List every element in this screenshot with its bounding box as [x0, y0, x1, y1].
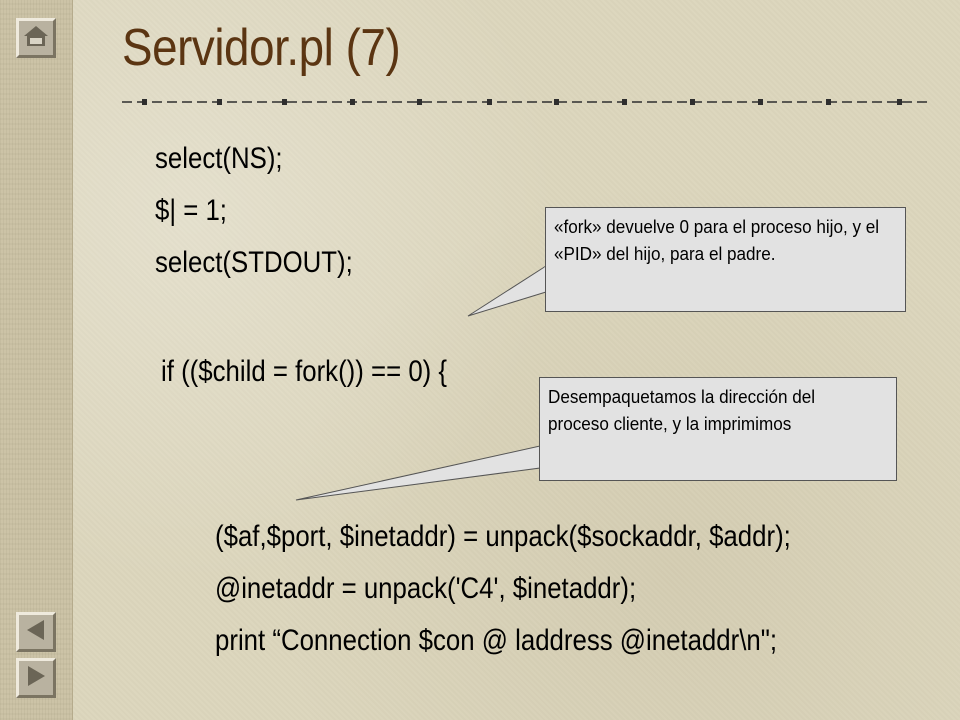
fork-explanation-callout: «fork» devuelve 0 para el proceso hijo, … — [545, 207, 906, 312]
code-line-select-stdout: select(STDOUT); — [155, 246, 353, 279]
home-button[interactable] — [16, 18, 56, 58]
home-icon — [23, 24, 49, 53]
triangle-right-icon — [24, 664, 48, 693]
slide-title: Servidor.pl (7) — [122, 19, 401, 77]
code-line-print-connection: print “Connection $con @ laddress @ineta… — [215, 624, 778, 657]
unpack-explanation-callout: Desempaquetamos la dirección del proceso… — [539, 377, 897, 481]
previous-slide-button[interactable] — [16, 612, 56, 652]
unpack-explanation-text: Desempaquetamos la dirección del proceso… — [548, 387, 816, 434]
code-line-autoflush: $| = 1; — [155, 194, 227, 227]
next-slide-button[interactable] — [16, 658, 56, 698]
code-line-fork-if: if (($child = fork()) == 0) { — [161, 355, 448, 388]
title-divider — [122, 99, 932, 105]
code-line-unpack-inetaddr: @inetaddr = unpack('C4', $inetaddr); — [215, 572, 637, 605]
code-line-select-ns: select(NS); — [155, 142, 283, 175]
triangle-left-icon — [24, 618, 48, 647]
fork-explanation-text: «fork» devuelve 0 para el proceso hijo, … — [554, 217, 880, 264]
code-line-unpack-sockaddr: ($af,$port, $inetaddr) = unpack($sockadd… — [215, 520, 791, 553]
side-navigation-strip — [0, 0, 73, 720]
